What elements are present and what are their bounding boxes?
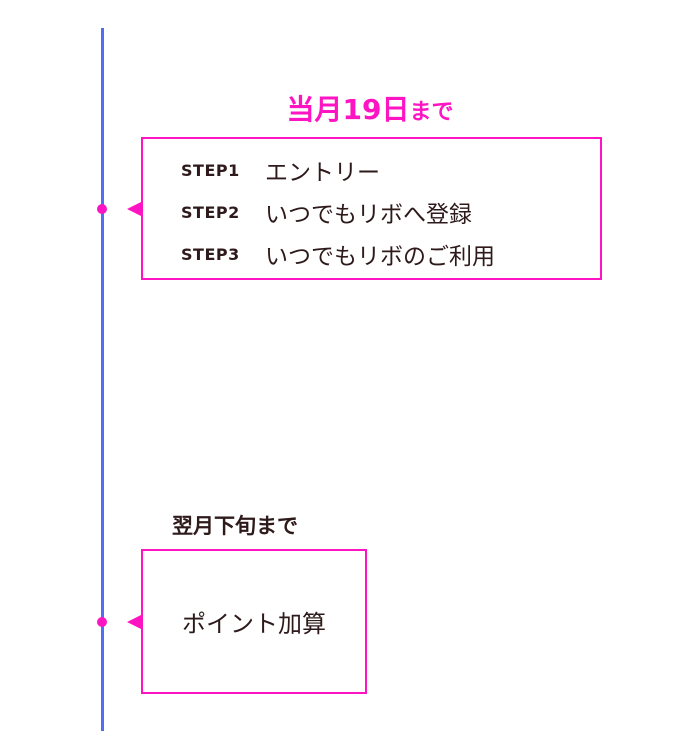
- timeline-dot: [97, 617, 107, 627]
- milestone-2-deadline: 翌月下旬まで: [172, 514, 298, 538]
- step-row: STEP3 いつでもリボのご利用: [181, 237, 495, 271]
- pointer-arrow-icon: [127, 202, 141, 216]
- timeline-dot: [97, 204, 107, 214]
- pointer-arrow-icon: [127, 615, 141, 629]
- milestone-2-text: ポイント加算: [182, 610, 326, 638]
- step-label: STEP1: [181, 160, 240, 180]
- step-label: STEP3: [181, 244, 240, 264]
- step-text: エントリー: [265, 160, 380, 186]
- timeline-line: [101, 28, 104, 731]
- step-text: いつでもリボへ登録: [265, 202, 472, 228]
- milestone-1-deadline: 当月19日まで: [286, 93, 454, 126]
- milestone-1-box: STEP1 エントリー STEP2 いつでもリボへ登録 STEP3 いつでもリボ…: [141, 137, 602, 280]
- step-row: STEP2 いつでもリボへ登録: [181, 195, 472, 229]
- step-label: STEP2: [181, 202, 240, 222]
- milestone-2-box: ポイント加算: [141, 549, 367, 694]
- step-text: いつでもリボのご利用: [265, 244, 495, 270]
- step-row: STEP1 エントリー: [181, 153, 380, 187]
